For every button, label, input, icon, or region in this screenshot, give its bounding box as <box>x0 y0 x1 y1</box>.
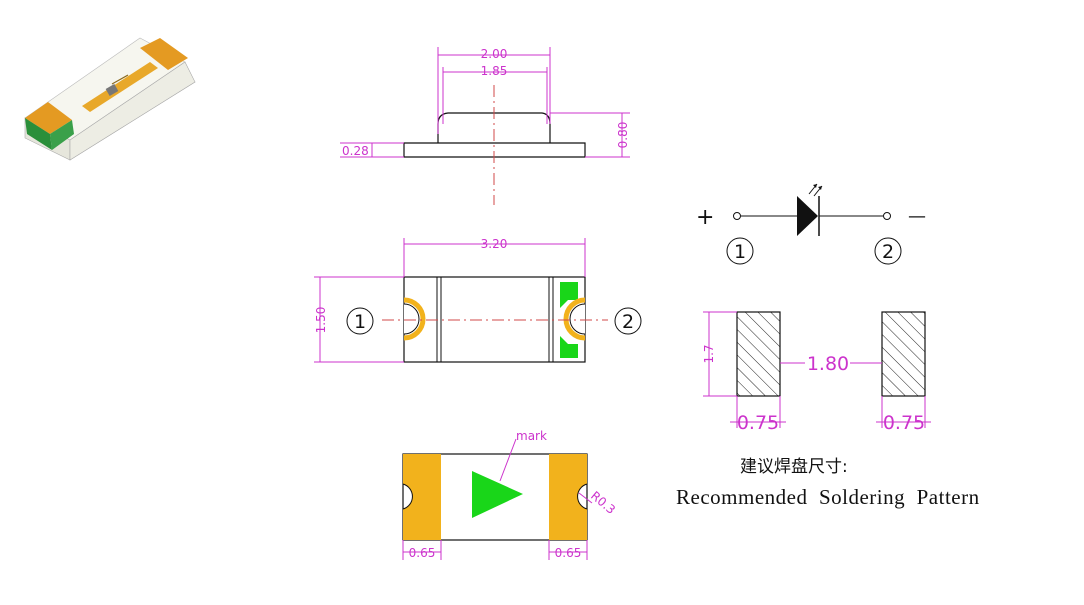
caption-chinese: 建议焊盘尺寸: <box>740 457 848 477</box>
polarity-mark <box>472 471 523 518</box>
top-view: 3.20 1.50 1 2 <box>314 237 642 363</box>
dim-pad-right: 0.65 <box>555 546 582 560</box>
dim-pad-height: 1.7 <box>702 344 716 363</box>
top-view-pin2-label: 2 <box>622 311 634 333</box>
dim-base-height: 0.28 <box>342 144 369 158</box>
radius-label: R0.3 <box>588 489 618 517</box>
cathode-minus-sign: — <box>908 206 926 227</box>
dim-total-height: 0.80 <box>616 122 630 149</box>
dim-length: 3.20 <box>481 237 508 251</box>
dim-pad-left: 0.65 <box>409 546 436 560</box>
dim-width: 1.50 <box>314 307 328 334</box>
top-view-pin1-label: 1 <box>354 311 366 333</box>
dim-top-outer: 2.00 <box>481 47 508 61</box>
anode-plus-sign: + <box>696 205 714 230</box>
side-view: 2.00 1.85 0.28 0.80 <box>340 47 630 205</box>
schematic-pin2-label: 2 <box>882 241 894 263</box>
dim-top-inner: 1.85 <box>481 64 508 78</box>
dim-left-land: 0.75 <box>737 412 779 434</box>
soldering-pattern: 1.7 1.80 0.75 0.75 建议焊盘尺寸: Recommended S… <box>676 311 980 509</box>
dim-pad-gap: 1.80 <box>807 353 849 375</box>
bottom-view: mark R0.3 0.65 0.65 <box>402 429 618 560</box>
dim-right-land: 0.75 <box>883 412 925 434</box>
led-diode-symbol-icon: + — 1 2 <box>696 183 926 265</box>
smd-led-3d-icon <box>24 37 196 161</box>
caption-english: Recommended Soldering Pattern <box>676 485 980 509</box>
mark-label: mark <box>516 429 547 443</box>
schematic-pin1-label: 1 <box>734 241 746 263</box>
